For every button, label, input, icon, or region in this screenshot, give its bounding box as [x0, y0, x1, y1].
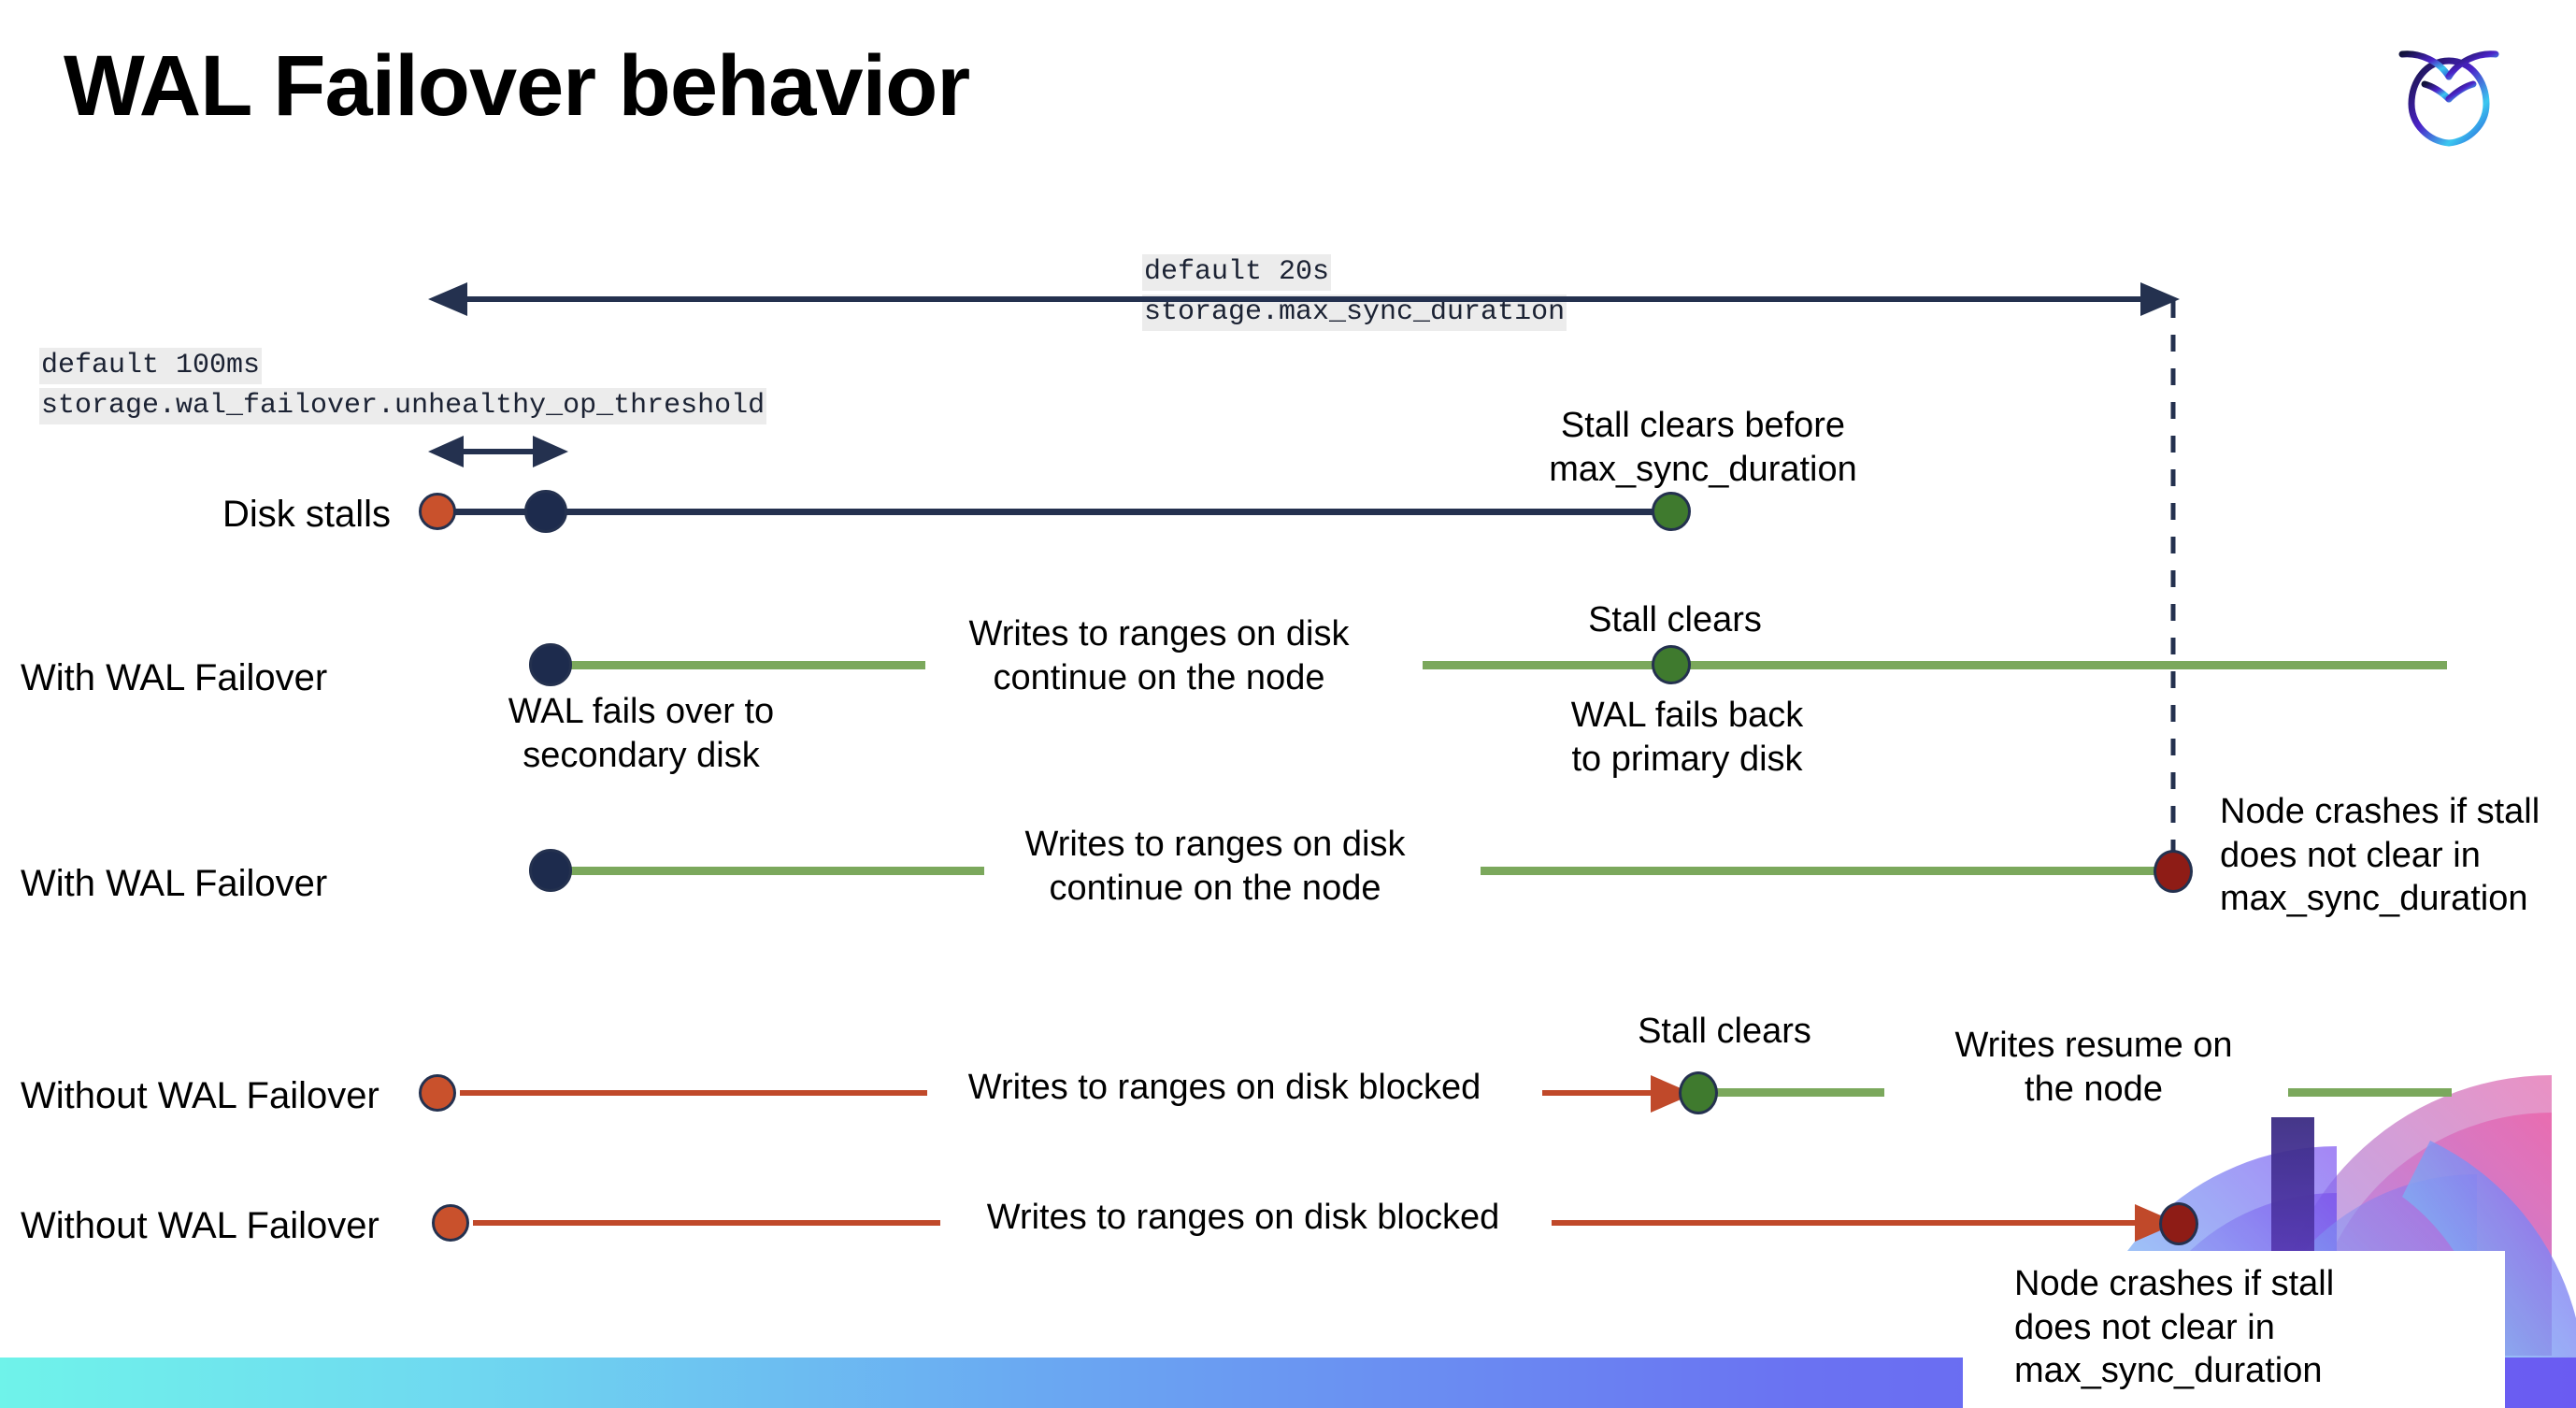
note-stall-clears-2: Stall clears: [1638, 1012, 1811, 1051]
note-wal-fails-over: WAL fails over to secondary disk: [508, 692, 775, 775]
disk-stalls-timeline: [439, 509, 1673, 515]
wal-failover-1-segment-b: [1423, 661, 2447, 669]
without-failover-1-clear-dot: [1679, 1071, 1718, 1114]
note-writes-continue-2: Writes to ranges on disk continue on the…: [1024, 825, 1406, 908]
without-failover-2-crash-dot: [2159, 1202, 2198, 1245]
wal-failover-1-start-dot: [529, 643, 572, 686]
row-label-disk-stalls: Disk stalls: [222, 494, 392, 535]
note-stall-clears-1: Stall clears: [1588, 600, 1762, 639]
wal-failover-2-crash-dot: [2154, 850, 2193, 893]
failover-trigger-dot: [524, 490, 567, 533]
note-node-crashes-2: Node crashes if stall does not clear in …: [2014, 1264, 2335, 1391]
wal-failover-2-start-dot: [529, 849, 572, 892]
note-wal-fails-back: WAL fails back to primary disk: [1570, 696, 1804, 779]
note-node-crashes-1: Node crashes if stall does not clear in …: [2220, 792, 2540, 919]
note-stall-clears-before: Stall clears before max_sync_duration: [1549, 406, 1857, 489]
wal-failover-2-segment-a: [545, 867, 984, 875]
unhealthy-op-threshold-default-label: default 100ms: [39, 348, 263, 384]
without-failover-1-start-dot: [419, 1074, 456, 1112]
without-failover-1-blocked-segment-b: [1542, 1090, 1656, 1096]
row-label-without-wal-failover-1: Without WAL Failover: [21, 1075, 379, 1116]
max-sync-duration-setting-label: storage.max_sync_duration: [1142, 295, 1567, 331]
page-title: WAL Failover behavior: [64, 38, 970, 134]
note-writes-resume: Writes resume on the node: [1954, 1026, 2233, 1109]
without-failover-2-blocked-segment-b: [1552, 1220, 2140, 1226]
note-writes-continue-1: Writes to ranges on disk continue on the…: [968, 614, 1350, 697]
cockroachdb-logo-icon: [2383, 28, 2514, 159]
row-label-without-wal-failover-2: Without WAL Failover: [21, 1205, 379, 1246]
unhealthy-op-threshold-setting-label: storage.wal_failover.unhealthy_op_thresh…: [39, 388, 767, 424]
wal-failover-1-clear-dot: [1652, 645, 1691, 684]
without-failover-1-resume-segment-a: [1716, 1088, 1884, 1097]
row-label-with-wal-failover-2: With WAL Failover: [21, 863, 328, 904]
without-failover-1-blocked-segment-a: [460, 1090, 927, 1096]
node-crashes-callout-backdrop: [1963, 1251, 2505, 1408]
disk-stall-clear-dot: [1652, 492, 1691, 531]
row-label-with-wal-failover-1: With WAL Failover: [21, 657, 328, 698]
without-failover-2-start-dot: [432, 1204, 469, 1242]
note-writes-blocked-2: Writes to ranges on disk blocked: [986, 1198, 1500, 1237]
wal-failover-1-segment-a: [545, 661, 925, 669]
disk-stall-start-dot: [419, 493, 456, 530]
without-failover-2-blocked-segment-a: [473, 1220, 940, 1226]
note-writes-blocked-1: Writes to ranges on disk blocked: [967, 1068, 1481, 1107]
max-sync-duration-default-label: default 20s: [1142, 254, 1332, 291]
wal-failover-2-segment-b: [1481, 867, 2172, 875]
without-failover-1-resume-segment-b: [2288, 1088, 2452, 1097]
